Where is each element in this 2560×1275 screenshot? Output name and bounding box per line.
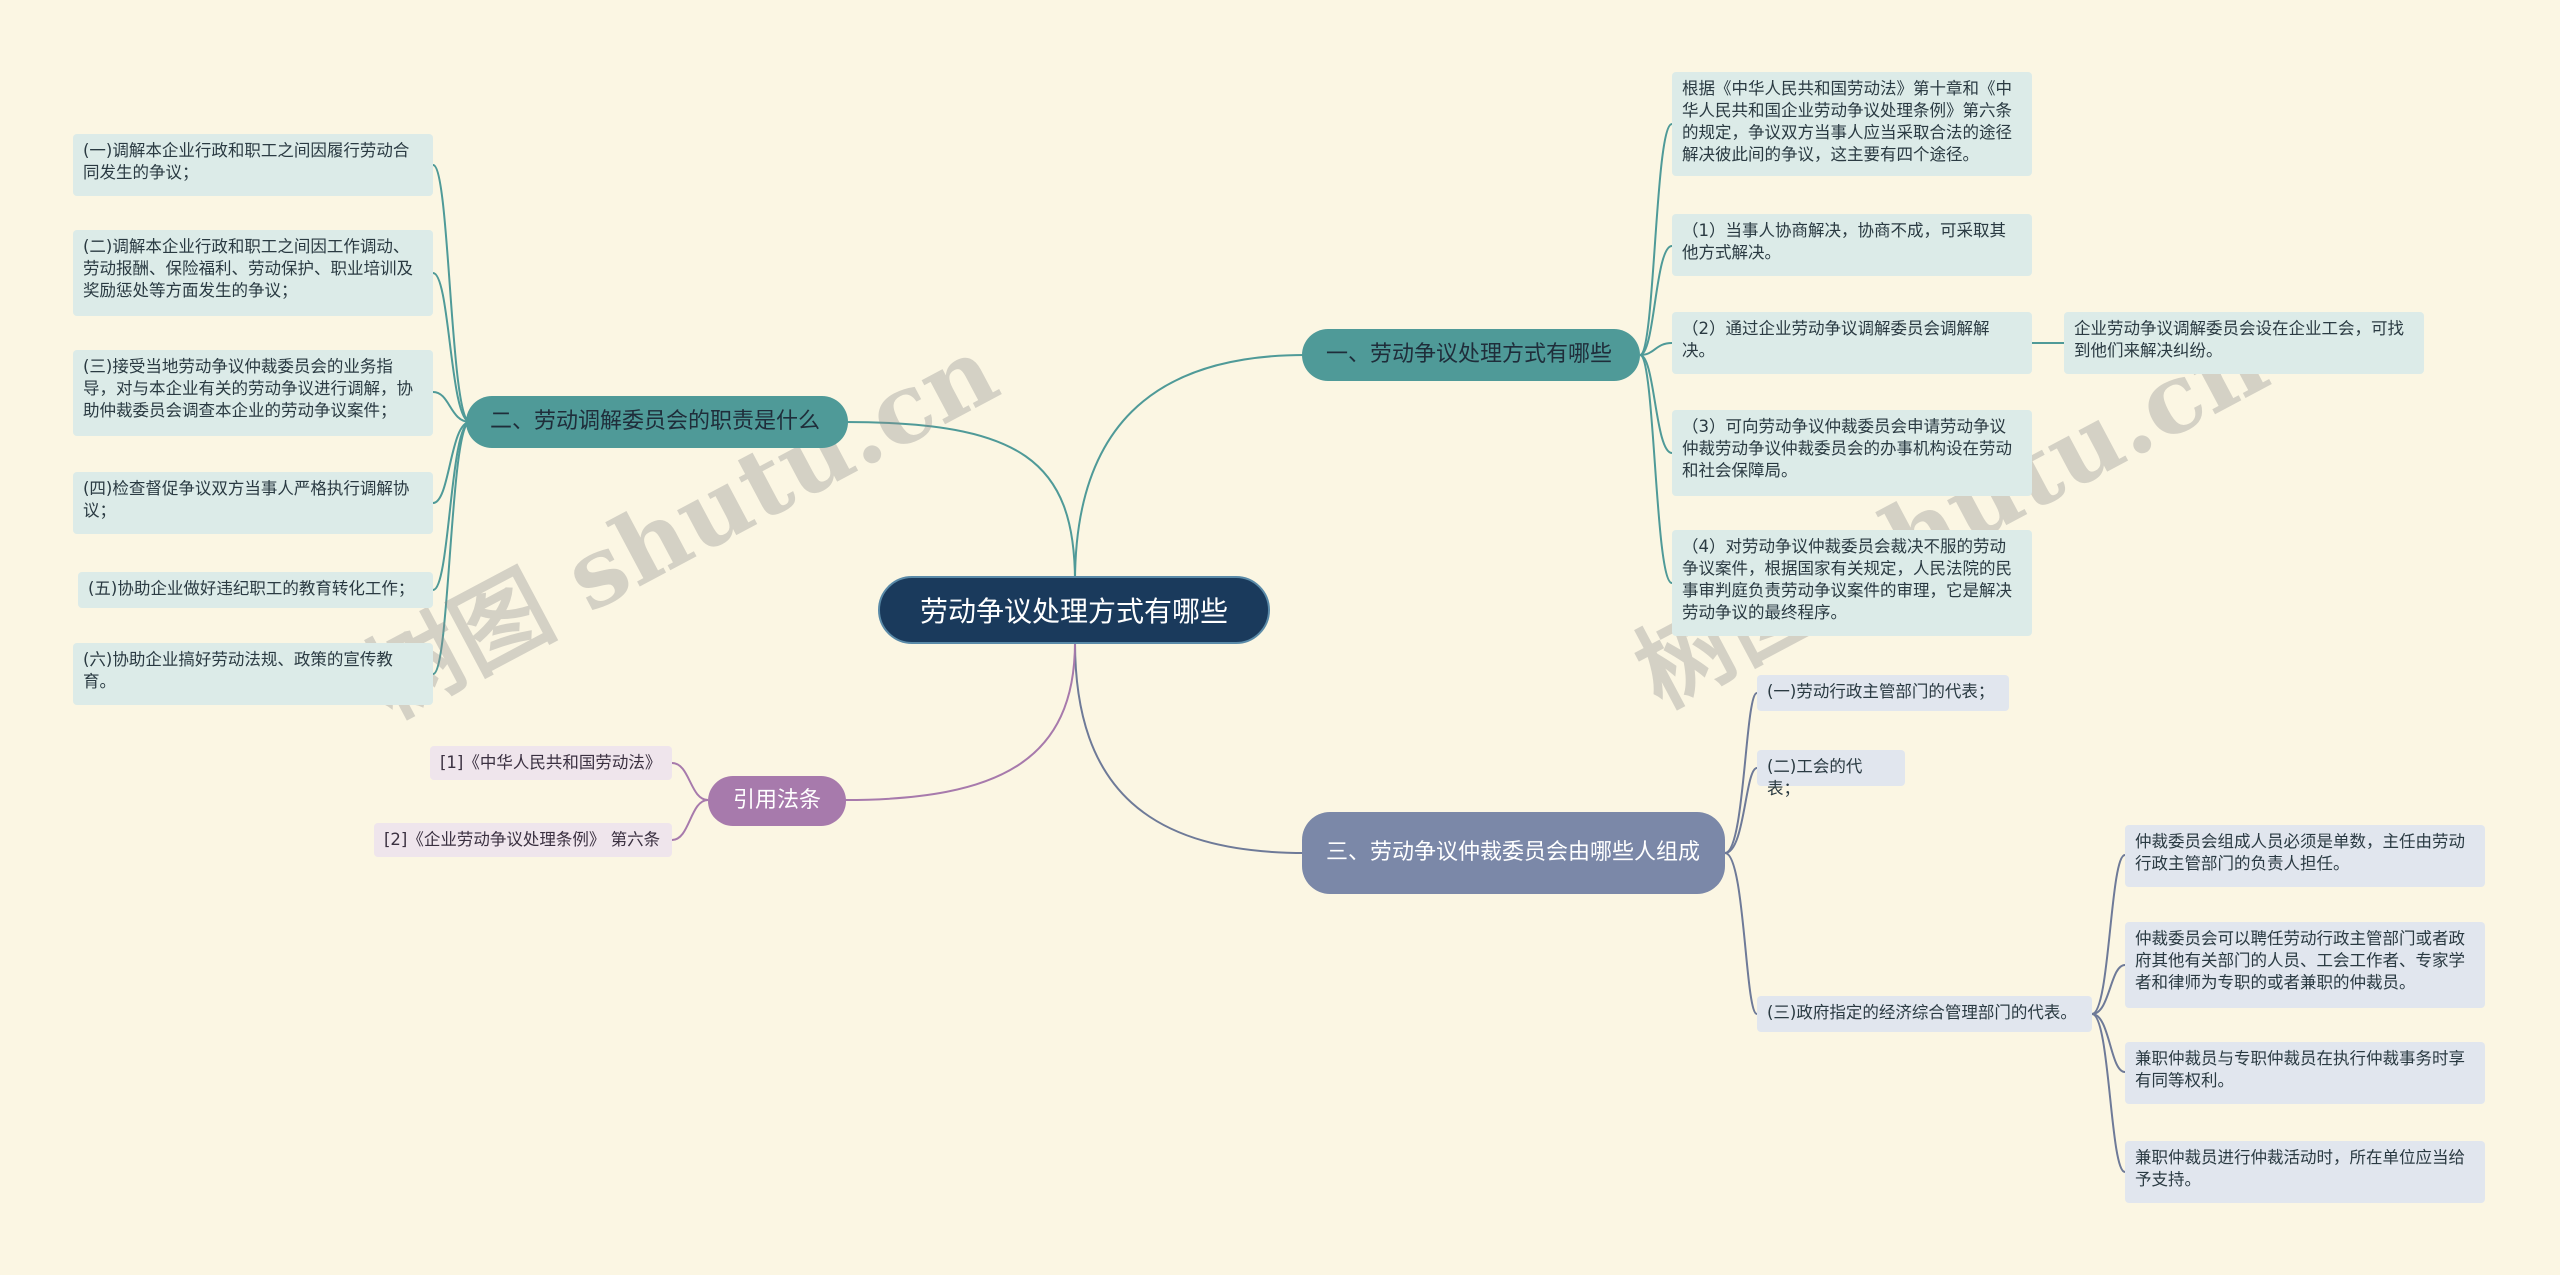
list-item: 仲裁委员会可以聘任劳动行政主管部门或者政府其他有关部门的人员、工会工作者、专家学… bbox=[2125, 922, 2485, 1008]
list-item: (一)调解本企业行政和职工之间因履行劳动合同发生的争议； bbox=[73, 134, 433, 196]
link-root-b2 bbox=[844, 421, 1076, 583]
link-root-b4 bbox=[844, 641, 1076, 801]
list-item: （2）通过企业劳动争议调解委员会调解解决。 bbox=[1672, 312, 2032, 374]
list-item: （4）对劳动争议仲裁委员会裁决不服的劳动争议案件，根据国家有关规定，人民法院的民… bbox=[1672, 530, 2032, 636]
list-item: (一)劳动行政主管部门的代表； bbox=[1757, 675, 2009, 711]
list-item: 兼职仲裁员进行仲裁活动时，所在单位应当给予支持。 bbox=[2125, 1141, 2485, 1203]
link-b1-leaf4 bbox=[1639, 354, 1673, 454]
link-b3-sub2 bbox=[2091, 964, 2126, 1015]
list-item: （1）当事人协商解决，协商不成，可采取其他方式解决。 bbox=[1672, 214, 2032, 276]
link-root-b1 bbox=[1074, 354, 1306, 583]
branch-mediation-duties[interactable]: 二、劳动调解委员会的职责是什么 bbox=[466, 396, 848, 448]
link-b2-leaf4 bbox=[432, 421, 471, 504]
link-b2-leaf3 bbox=[432, 391, 471, 423]
link-b1-leaf1 bbox=[1639, 123, 1673, 356]
list-item: [1]《中华人民共和国劳动法》 bbox=[430, 746, 672, 780]
list-item: 根据《中华人民共和国劳动法》第十章和《中华人民共和国企业劳动争议处理条例》第六条… bbox=[1672, 72, 2032, 176]
link-b1-leaf3 bbox=[1639, 342, 1673, 356]
link-b2-leaf2 bbox=[432, 272, 471, 423]
link-b3-sub3 bbox=[2091, 1013, 2126, 1073]
branch-arbitration-members[interactable]: 三、劳动争议仲裁委员会由哪些人组成 bbox=[1302, 812, 1725, 894]
list-item: (二)调解本企业行政和职工之间因工作调动、劳动报酬、保险福利、劳动保护、职业培训… bbox=[73, 230, 433, 316]
list-item: (五)协助企业做好违纪职工的教育转化工作； bbox=[78, 572, 433, 608]
list-item: (三)政府指定的经济综合管理部门的代表。 bbox=[1757, 996, 2092, 1032]
link-b3-leaf1 bbox=[1724, 692, 1758, 854]
list-item: [2]《企业劳动争议处理条例》 第六条 bbox=[374, 823, 672, 857]
list-item: (二)工会的代表； bbox=[1757, 750, 1905, 798]
list-item: （3）可向劳动争议仲裁委员会申请劳动争议仲裁劳动争议仲裁委员会的办事机构设在劳动… bbox=[1672, 410, 2032, 496]
link-b1-leaf5 bbox=[1639, 354, 1673, 584]
list-item: (三)接受当地劳动争议仲裁委员会的业务指导，对与本企业有关的劳动争议进行调解，协… bbox=[73, 350, 433, 436]
link-b2-leaf5 bbox=[432, 421, 471, 591]
link-b3-sub4 bbox=[2091, 1013, 2126, 1173]
link-b3-leaf2 bbox=[1724, 767, 1758, 854]
link-b1-leaf2 bbox=[1639, 245, 1673, 356]
link-root-b3 bbox=[1074, 641, 1306, 854]
link-b4-leaf1 bbox=[671, 762, 709, 801]
list-item: (六)协助企业搞好劳动法规、政策的宣传教育。 bbox=[73, 643, 433, 705]
branch-dispute-methods[interactable]: 一、劳动争议处理方式有哪些 bbox=[1302, 329, 1640, 381]
root-topic[interactable]: 劳动争议处理方式有哪些 bbox=[878, 576, 1270, 644]
link-b4-leaf2 bbox=[671, 799, 709, 841]
list-item: 仲裁委员会组成人员必须是单数，主任由劳动行政主管部门的负责人担任。 bbox=[2125, 825, 2485, 887]
link-b2-leaf1 bbox=[432, 164, 471, 423]
link-b2-leaf6 bbox=[432, 421, 471, 675]
link-b3-leaf3 bbox=[1724, 852, 1758, 1015]
list-item: 企业劳动争议调解委员会设在企业工会，可找到他们来解决纠纷。 bbox=[2064, 312, 2424, 374]
link-b3-sub1 bbox=[2091, 854, 2126, 1015]
list-item: (四)检查督促争议双方当事人严格执行调解协议； bbox=[73, 472, 433, 534]
branch-cited-laws[interactable]: 引用法条 bbox=[708, 776, 846, 826]
list-item: 兼职仲裁员与专职仲裁员在执行仲裁事务时享有同等权利。 bbox=[2125, 1042, 2485, 1104]
